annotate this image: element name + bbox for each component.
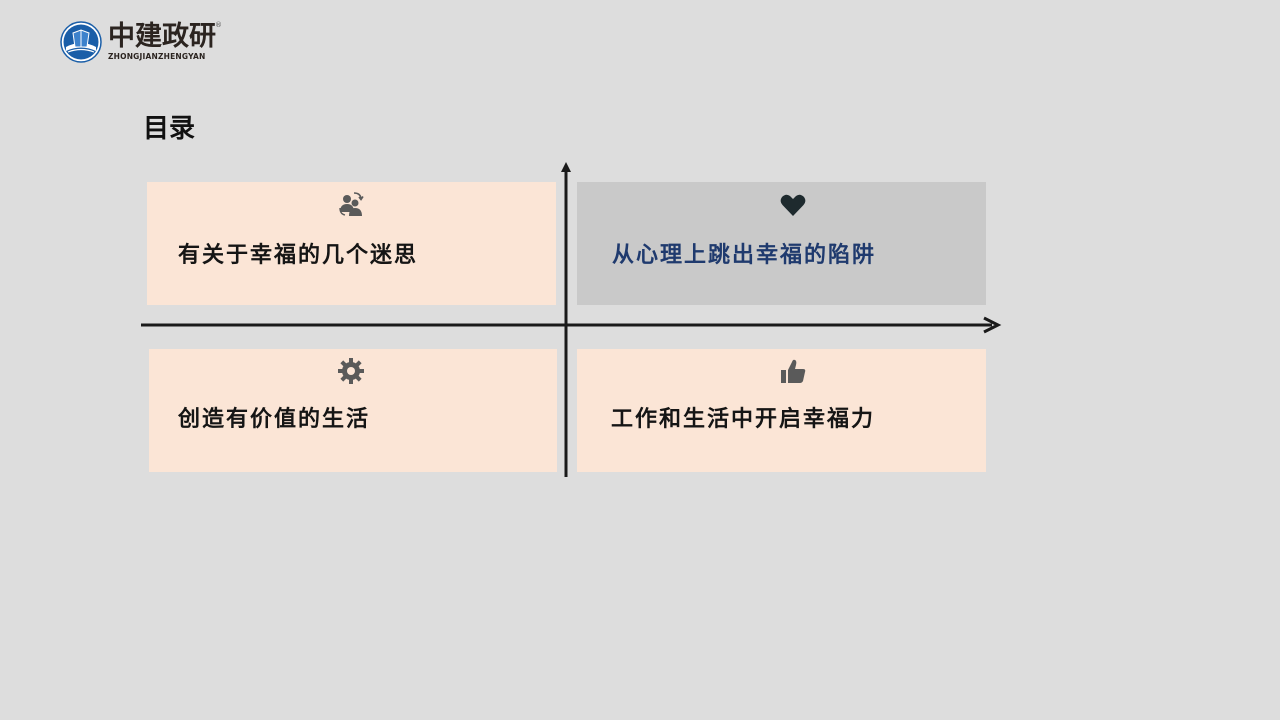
company-logo-icon <box>60 21 102 63</box>
logo-registered-mark: ® <box>215 21 222 29</box>
quadrant-card-work-life[interactable]: 工作和生活中开启幸福力 <box>577 349 986 472</box>
quadrant-card-myths[interactable]: 有关于幸福的几个迷思 <box>147 182 556 305</box>
horizontal-axis-arrow <box>983 316 1002 334</box>
quadrant-label: 创造有价值的生活 <box>178 407 371 432</box>
heart-icon <box>780 194 806 216</box>
quadrant-card-valuable-life[interactable]: 创造有价值的生活 <box>149 349 557 472</box>
vertical-axis-arrow <box>561 162 571 172</box>
quadrant-card-trap[interactable]: 从心理上跳出幸福的陷阱 <box>577 182 986 305</box>
logo-name-cn: 中建政研 <box>108 21 216 52</box>
page-title: 目录 <box>143 114 196 144</box>
users-swap-icon <box>339 192 364 216</box>
quadrant-label: 从心理上跳出幸福的陷阱 <box>612 243 877 268</box>
quadrant-label: 有关于幸福的几个迷思 <box>178 243 419 268</box>
gear-icon <box>338 358 364 384</box>
quadrant-label: 工作和生活中开启幸福力 <box>611 407 876 432</box>
logo-name-en: ZHONGJIANZHENGYAN <box>108 52 206 61</box>
company-logo: 中建政研 ZHONGJIANZHENGYAN ® <box>60 20 222 64</box>
thumbs-up-icon <box>781 359 806 383</box>
